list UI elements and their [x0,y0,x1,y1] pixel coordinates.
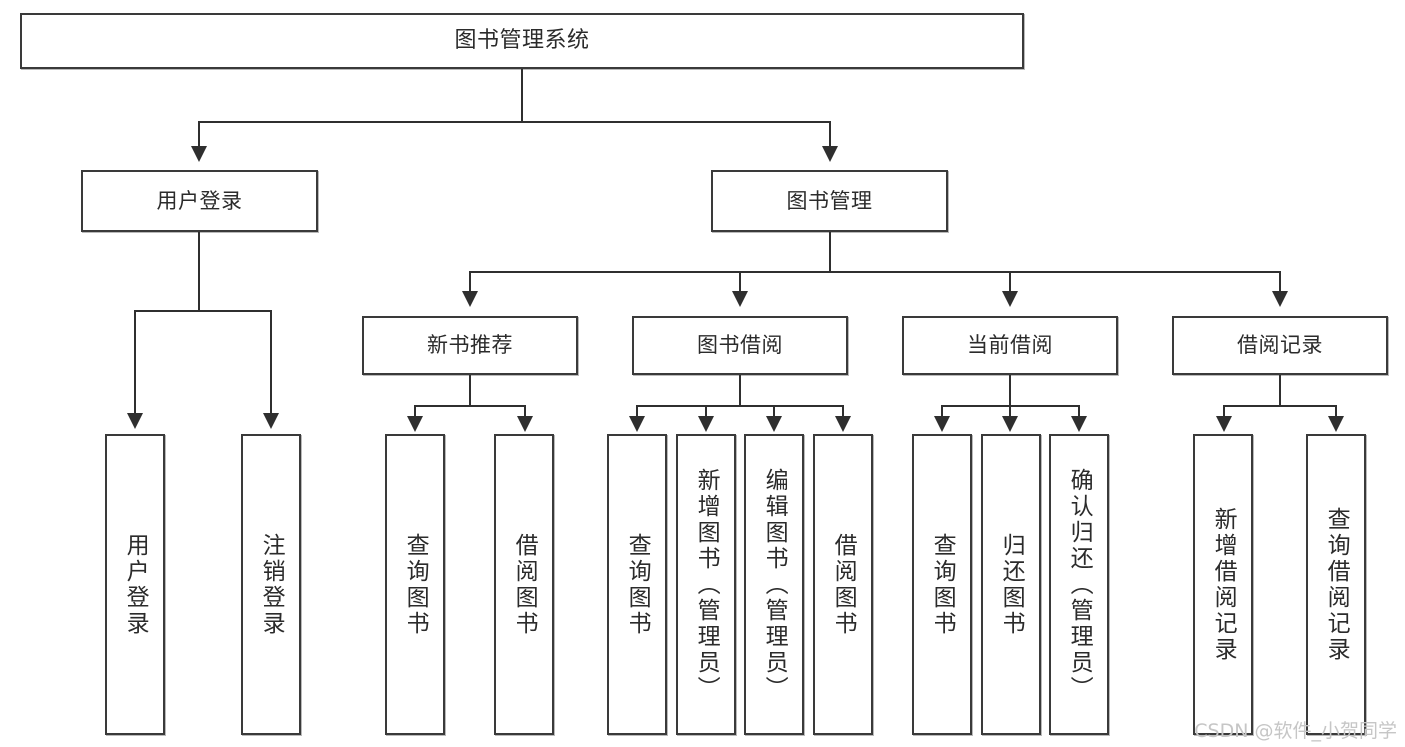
connector-bb-4 [842,405,844,417]
watermark-text: CSDN @软件_小贺同学 [1194,720,1397,742]
node-current-borrow[interactable]: 当前借阅 [902,316,1118,375]
node-label: 查询图书 [929,532,956,637]
node-label: 借阅图书 [830,532,857,637]
node-label: 借阅图书 [511,532,538,637]
leaf-query-book-borrow[interactable]: 查询图书 [607,434,667,735]
node-label: 用户登录 [156,188,243,213]
connector-bb-1 [636,405,638,417]
arrowhead-leaf-query-record [1328,416,1344,432]
leaf-query-book-current[interactable]: 查询图书 [912,434,972,735]
connector-book-borrow-stem [739,375,741,406]
leaf-logout[interactable]: 注销登录 [241,434,301,735]
leaf-borrow-book-new-rec[interactable]: 借阅图书 [494,434,554,735]
connector-to-user-login [198,121,200,147]
arrowhead-book-manage [822,146,838,162]
arrowhead-book-borrow [732,291,748,307]
node-label: 当前借阅 [967,333,1053,358]
arrowhead-leaf-return-book [1002,416,1018,432]
arrowhead-leaf-add-book [698,416,714,432]
leaf-add-borrow-record[interactable]: 新增借阅记录 [1193,434,1253,735]
node-label: 确认归还（管理员） [1066,467,1093,702]
arrowhead-leaf-borrow-book-2 [835,416,851,432]
node-user-login[interactable]: 用户登录 [81,170,318,232]
arrowhead-leaf-query-book-1 [407,416,423,432]
node-label: 新增图书（管理员） [693,467,720,702]
connector-cb-3 [1078,405,1080,417]
connector-borrow-record-bar [1223,405,1337,407]
arrowhead-user-login [191,146,207,162]
connector-bb-3 [773,405,775,417]
connector-nbr-2 [524,405,526,417]
arrowhead-leaf-logout [263,413,279,429]
connector-book-manage-bar [469,271,1281,273]
node-book-borrow[interactable]: 图书借阅 [632,316,848,375]
connector-ul-right [270,310,272,414]
connector-user-login-stem [198,232,200,311]
arrowhead-borrow-record [1272,291,1288,307]
node-label: 借阅记录 [1237,333,1323,358]
node-label: 查询图书 [402,532,429,637]
node-label: 用户登录 [122,532,149,637]
connector-ul-left [134,310,136,414]
leaf-confirm-return[interactable]: 确认归还（管理员） [1049,434,1109,735]
connector-bb-2 [705,405,707,417]
node-label: 图书管理系统 [454,28,590,54]
connector-cb-2 [1009,405,1011,417]
leaf-borrow-book-borrow[interactable]: 借阅图书 [813,434,873,735]
leaf-edit-book[interactable]: 编辑图书（管理员） [744,434,804,735]
connector-book-manage-stem [829,232,831,272]
leaf-query-book-new-rec[interactable]: 查询图书 [385,434,445,735]
connector-current-borrow-stem [1009,375,1011,406]
connector-user-login-bar [134,310,271,312]
connector-root-bar [198,121,831,123]
node-label: 查询借阅记录 [1323,506,1350,663]
connector-nbr-1 [414,405,416,417]
node-label: 新增借阅记录 [1210,506,1237,663]
node-label: 图书管理 [786,188,873,213]
node-label: 查询图书 [624,532,651,637]
arrowhead-leaf-query-book-3 [934,416,950,432]
connector-new-book-rec-stem [469,375,471,406]
node-root-system[interactable]: 图书管理系统 [20,13,1024,69]
arrowhead-leaf-borrow-book-1 [517,416,533,432]
connector-borrow-record-stem [1279,375,1281,406]
node-new-book-rec[interactable]: 新书推荐 [362,316,578,375]
connector-br-1 [1223,405,1225,417]
connector-to-book-borrow [739,271,741,292]
connector-to-book-manage [829,121,831,147]
connector-br-2 [1335,405,1337,417]
arrowhead-leaf-user-login [127,413,143,429]
connector-cb-1 [941,405,943,417]
leaf-query-borrow-record[interactable]: 查询借阅记录 [1306,434,1366,735]
arrowhead-new-book-rec [462,291,478,307]
connector-new-book-rec-bar [414,405,526,407]
leaf-return-book[interactable]: 归还图书 [981,434,1041,735]
node-borrow-record[interactable]: 借阅记录 [1172,316,1388,375]
connector-root-stem [521,69,523,122]
leaf-user-login[interactable]: 用户登录 [105,434,165,735]
arrowhead-leaf-confirm-return [1071,416,1087,432]
arrowhead-leaf-query-book-2 [629,416,645,432]
node-book-manage[interactable]: 图书管理 [711,170,948,232]
node-label: 归还图书 [998,532,1025,637]
arrowhead-current-borrow [1002,291,1018,307]
leaf-add-book[interactable]: 新增图书（管理员） [676,434,736,735]
node-label: 编辑图书（管理员） [761,467,788,702]
connector-to-current-borrow [1009,271,1011,292]
connector-book-borrow-bar [636,405,844,407]
node-label: 图书借阅 [697,333,783,358]
arrowhead-leaf-edit-book [766,416,782,432]
node-label: 新书推荐 [427,333,513,358]
node-label: 注销登录 [258,532,285,637]
arrowhead-leaf-add-record [1216,416,1232,432]
connector-to-borrow-record [1279,271,1281,292]
connector-to-new-book-rec [469,271,471,292]
